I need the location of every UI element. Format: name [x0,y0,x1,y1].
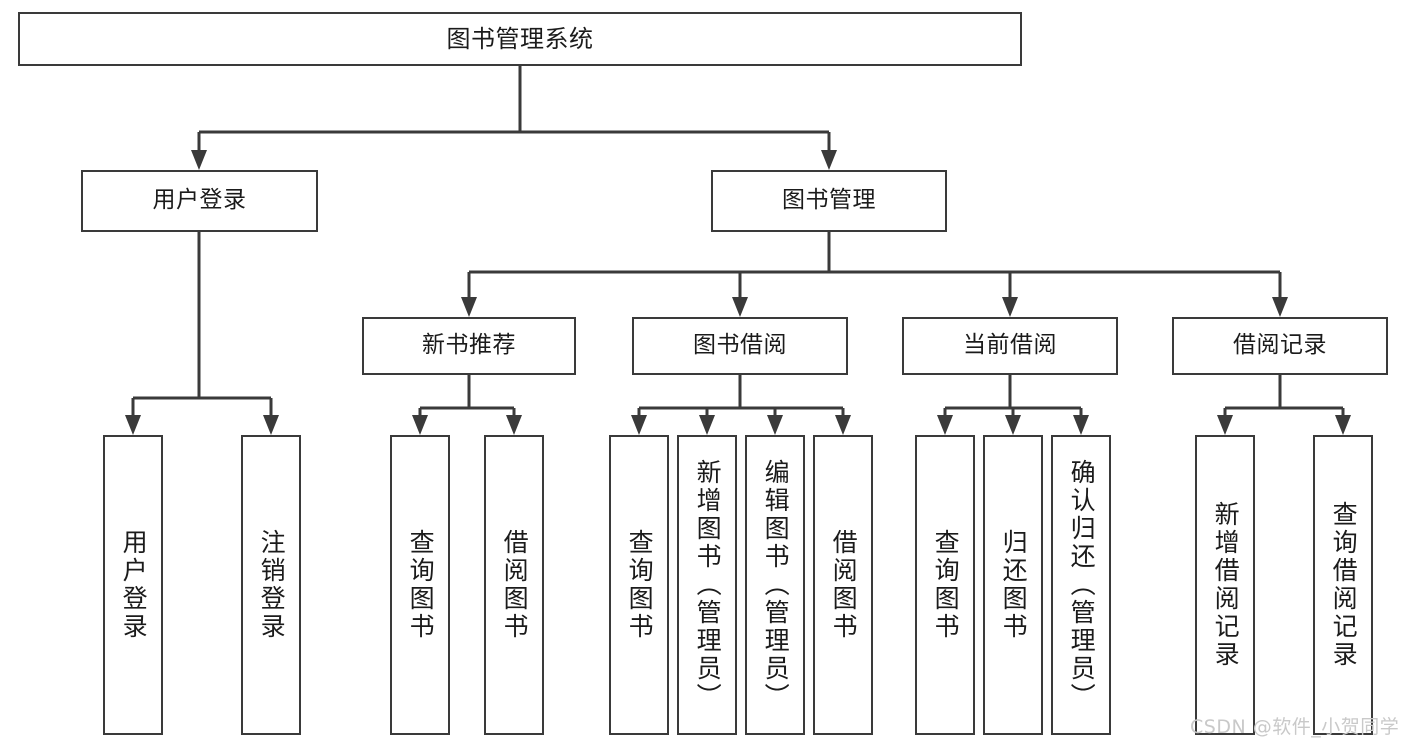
node-borrow-record[interactable]: 借阅记录 [1172,317,1388,375]
node-book-manage-label: 图书管理 [782,187,876,214]
node-leaf-borrow-book-2[interactable]: 借阅图书 [813,435,873,735]
node-current-borrow[interactable]: 当前借阅 [902,317,1118,375]
node-leaf-logout[interactable]: 注销登录 [241,435,301,735]
node-book-manage[interactable]: 图书管理 [711,170,947,232]
node-user-login[interactable]: 用户登录 [81,170,318,232]
node-leaf-user-login-label: 用户登录 [119,529,149,641]
node-leaf-confirm-return[interactable]: 确认归还（管理员） [1051,435,1111,735]
node-leaf-add-record[interactable]: 新增借阅记录 [1195,435,1255,735]
node-leaf-add-record-label: 新增借阅记录 [1211,501,1241,669]
node-leaf-logout-label: 注销登录 [257,529,287,641]
node-root[interactable]: 图书管理系统 [18,12,1022,66]
node-leaf-query-book-2[interactable]: 查询图书 [609,435,669,735]
node-leaf-query-book-1[interactable]: 查询图书 [390,435,450,735]
node-leaf-user-login[interactable]: 用户登录 [103,435,163,735]
node-leaf-edit-book-label: 编辑图书（管理员） [761,459,791,711]
node-leaf-add-book[interactable]: 新增图书（管理员） [677,435,737,735]
node-new-book-rec-label: 新书推荐 [422,332,516,359]
node-leaf-query-record[interactable]: 查询借阅记录 [1313,435,1373,735]
node-book-borrow-label: 图书借阅 [693,332,787,359]
node-leaf-borrow-book-1-label: 借阅图书 [500,529,530,641]
node-leaf-query-book-2-label: 查询图书 [625,529,655,641]
node-book-borrow[interactable]: 图书借阅 [632,317,848,375]
node-leaf-borrow-book-1[interactable]: 借阅图书 [484,435,544,735]
node-leaf-query-book-3-label: 查询图书 [931,529,961,641]
node-leaf-query-book-3[interactable]: 查询图书 [915,435,975,735]
node-leaf-return-book-label: 归还图书 [999,529,1029,641]
node-leaf-add-book-label: 新增图书（管理员） [693,459,723,711]
node-leaf-borrow-book-2-label: 借阅图书 [829,529,859,641]
node-current-borrow-label: 当前借阅 [963,332,1057,359]
node-leaf-query-book-1-label: 查询图书 [406,529,436,641]
node-new-book-rec[interactable]: 新书推荐 [362,317,576,375]
node-user-login-label: 用户登录 [152,187,247,214]
node-leaf-confirm-return-label: 确认归还（管理员） [1067,459,1097,711]
node-leaf-return-book[interactable]: 归还图书 [983,435,1043,735]
node-leaf-edit-book[interactable]: 编辑图书（管理员） [745,435,805,735]
node-root-label: 图书管理系统 [446,24,594,53]
watermark: CSDN @软件_小贺同学 [1190,716,1400,738]
node-leaf-query-record-label: 查询借阅记录 [1329,501,1359,669]
node-borrow-record-label: 借阅记录 [1233,332,1327,359]
